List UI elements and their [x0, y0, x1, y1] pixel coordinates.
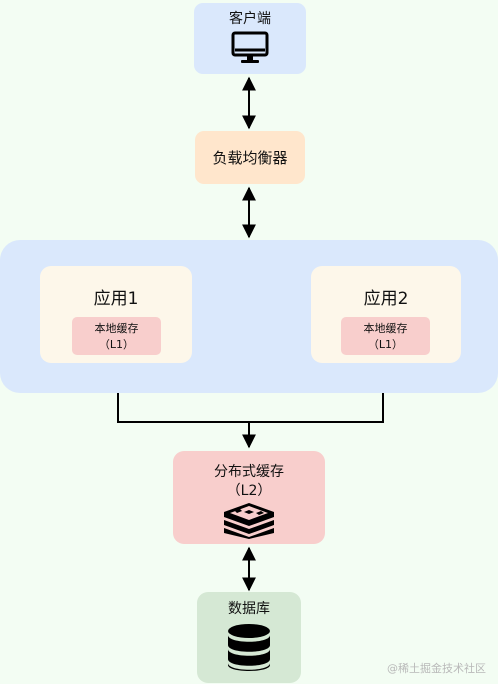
local-cache-2: 本地缓存 （L1） [341, 317, 430, 355]
distributed-cache-level: （L2） [226, 483, 272, 499]
distributed-cache-node: 分布式缓存 （L2） [173, 451, 325, 544]
local-cache-level-1: （L1） [98, 338, 135, 351]
local-cache-level-2: （L1） [367, 338, 404, 351]
local-cache-1: 本地缓存 （L1） [72, 317, 161, 355]
database-node: 数据库 [197, 592, 301, 683]
load-balancer-label: 负载均衡器 [212, 149, 288, 167]
load-balancer-node: 负载均衡器 [195, 131, 305, 184]
monitor-icon [231, 31, 269, 63]
watermark: @稀土掘金技术社区 [387, 662, 486, 675]
local-cache-label-2: 本地缓存 [363, 322, 408, 335]
app-label-2: 应用2 [363, 289, 409, 309]
redis-icon [224, 503, 274, 539]
database-icon [228, 624, 270, 671]
database-label: 数据库 [228, 601, 270, 617]
app-label-1: 应用1 [93, 289, 139, 309]
client-node: 客户端 [194, 3, 306, 74]
app-node-1: 应用1 本地缓存 （L1） [40, 266, 192, 363]
client-label: 客户端 [229, 11, 271, 27]
distributed-cache-label: 分布式缓存 [214, 464, 284, 480]
local-cache-label-1: 本地缓存 [94, 322, 139, 335]
app-node-2: 应用2 本地缓存 （L1） [311, 266, 461, 363]
